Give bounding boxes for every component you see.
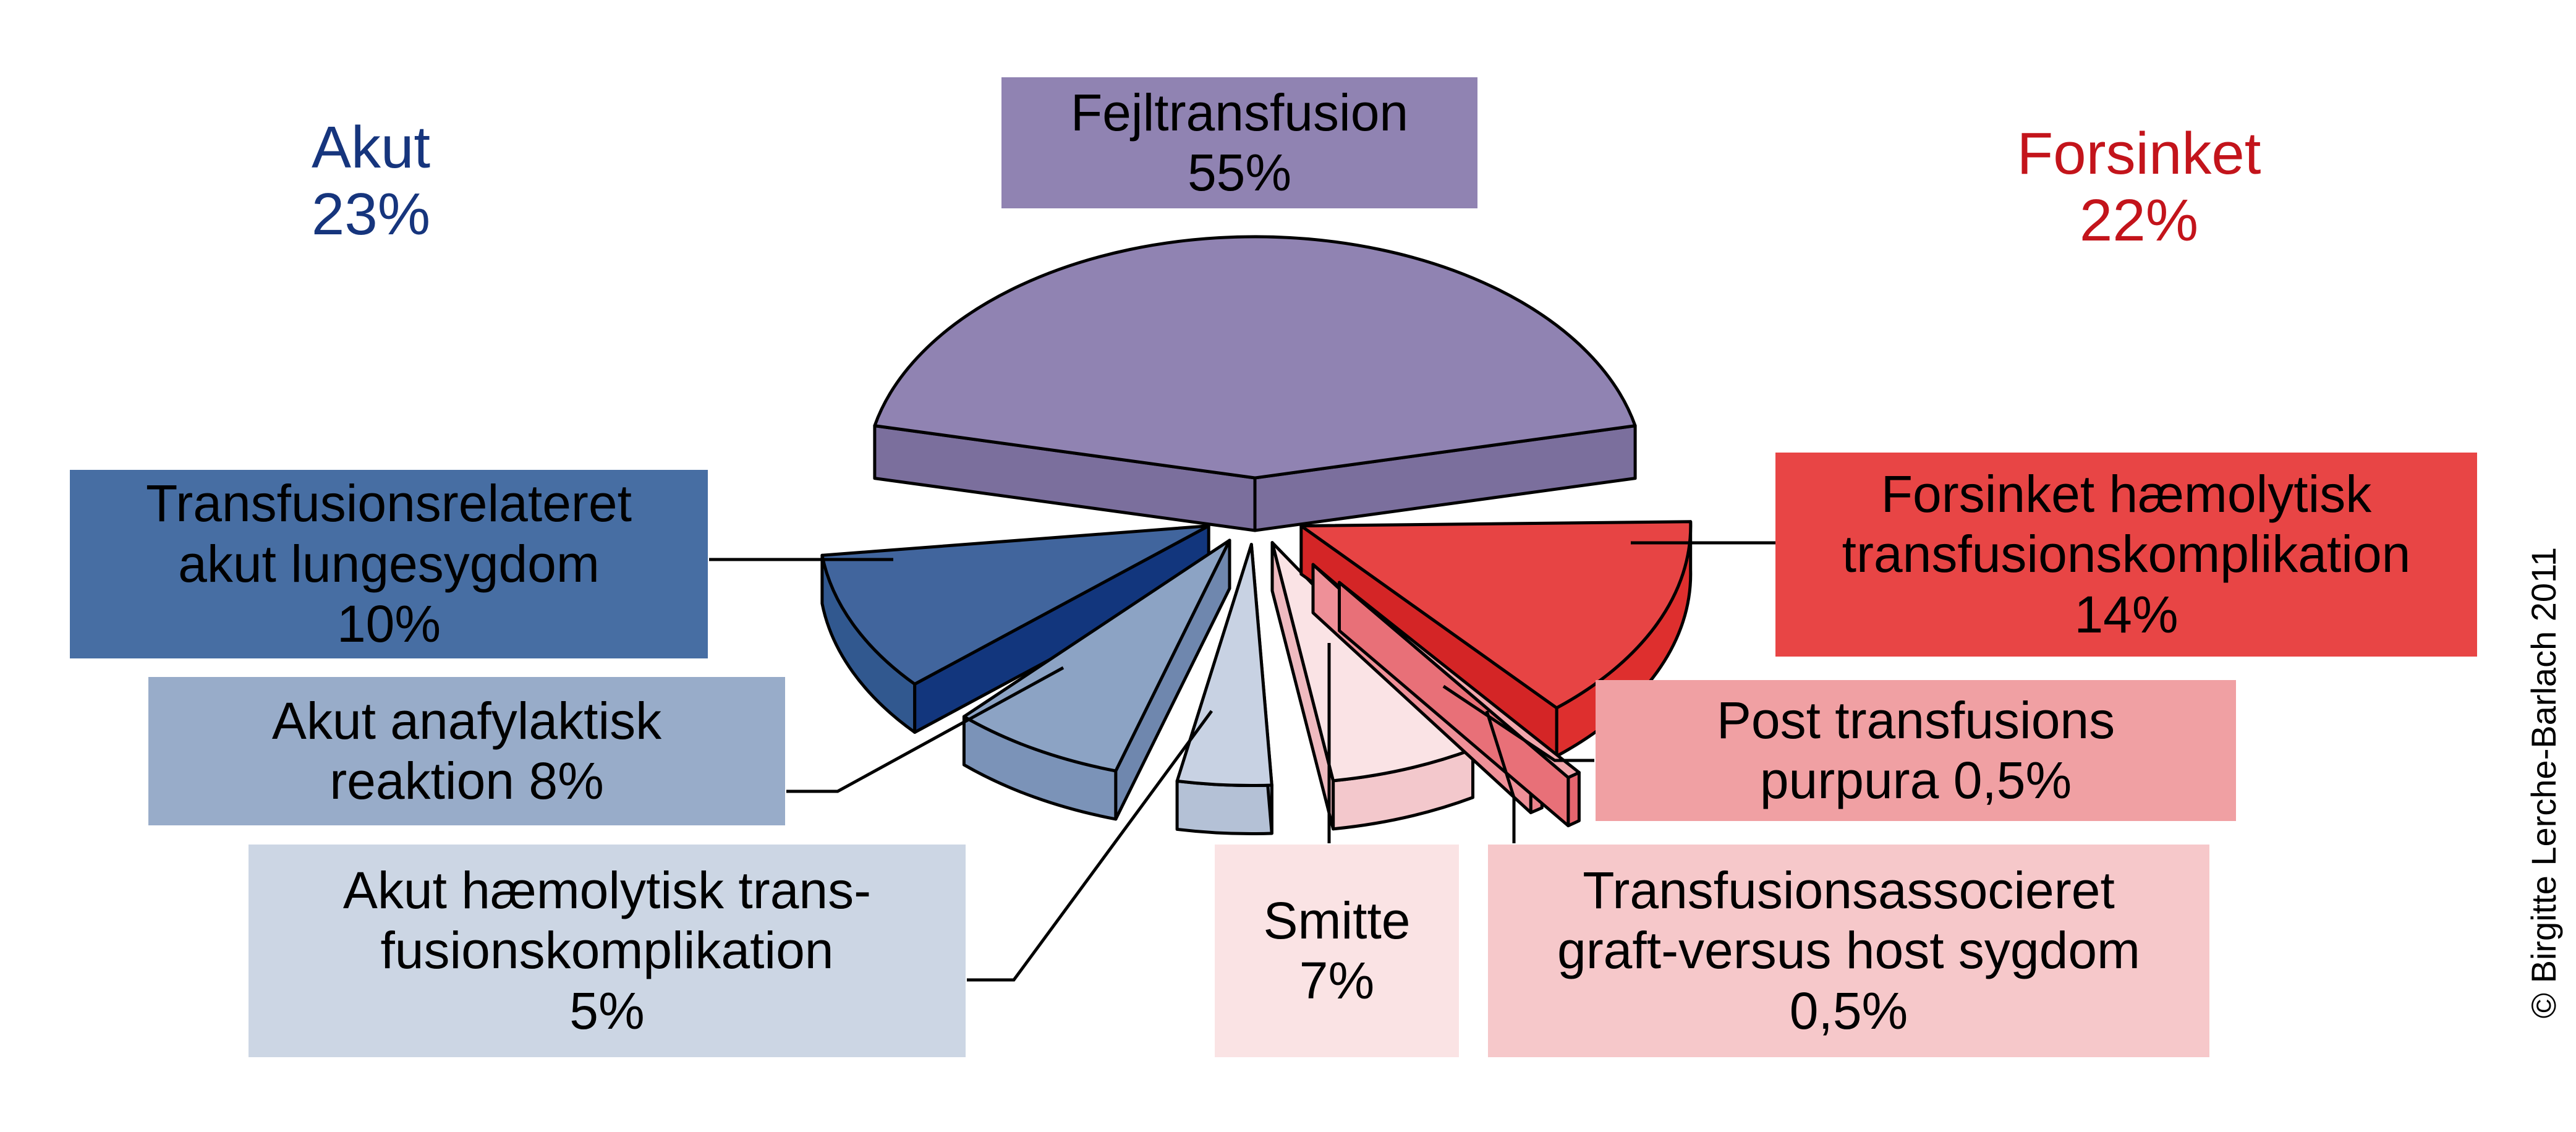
label-box-forsinket-haemolytisk: Forsinket hæmolytisk transfusionskomplik… (1775, 453, 2477, 657)
slice-trali-top (820, 524, 1210, 686)
slice-fejltransfusion-top (873, 235, 1637, 480)
label-box-trali: Transfusionsrelateret akut lungesygdom 1… (70, 470, 708, 658)
group-label-forsinket: Forsinket 22% (2017, 121, 2261, 253)
label-box-graft-versus-host: Transfusionsassocieret graft-versus host… (1488, 845, 2209, 1057)
leader-line-graft (1485, 710, 1516, 843)
slice-graft-top (1338, 581, 1581, 780)
label-box-smitte: Smitte 7% (1215, 845, 1459, 1057)
label-box-anafylaktisk: Akut anafylaktisk reaktion 8% (148, 677, 785, 825)
slice-anafylaktisk-top (962, 538, 1231, 773)
leader-line-purpura (1442, 684, 1594, 762)
slice-forsinket-haemolytisk-top (1299, 520, 1693, 710)
label-box-fejltransfusion: Fejltransfusion 55% (1001, 77, 1477, 208)
label-box-post-transfusions-purpura: Post transfusions purpura 0,5% (1596, 680, 2236, 821)
leader-line-haemolytisk (967, 710, 1214, 982)
leader-line-anafylaktisk (786, 666, 1065, 793)
group-label-akut: Akut 23% (311, 114, 431, 247)
label-box-haemolytisk: Akut hæmolytisk trans- fusionskomplikati… (249, 845, 966, 1057)
copyright-text: © Birgitte Lerche-Barlach 2011 (2524, 547, 2563, 1019)
